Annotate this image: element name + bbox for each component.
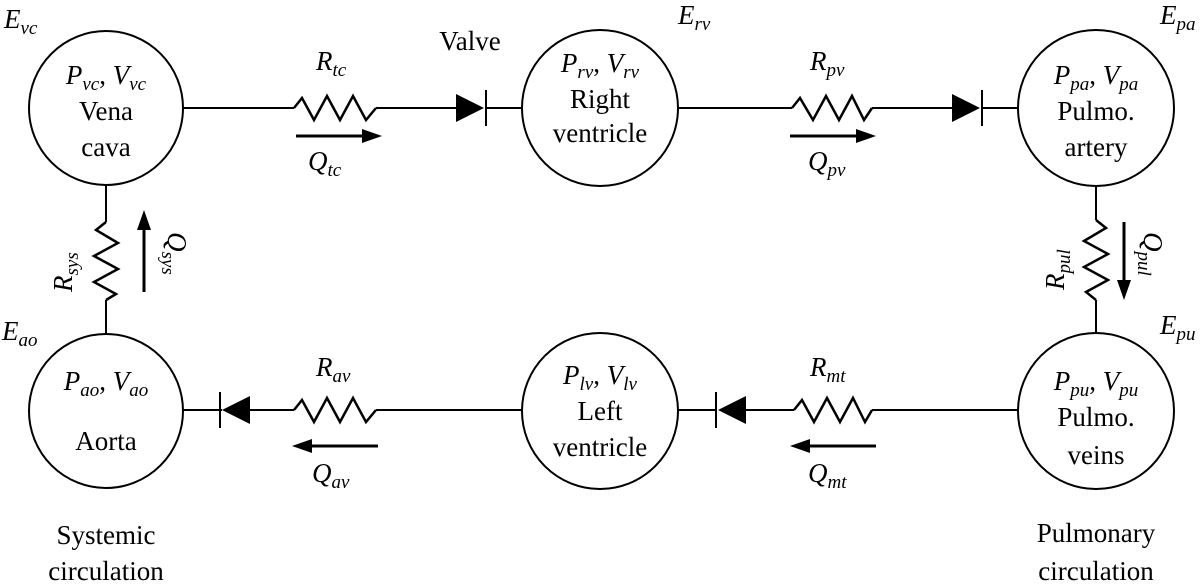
- label-valve: Valve: [439, 26, 500, 56]
- valve-pulmonary-icon: [952, 90, 983, 126]
- label-pulmonary-line1: Pulmonary: [1037, 518, 1156, 548]
- label-q-pul: Qpul: [1133, 232, 1168, 276]
- label-r-tc: Rtc: [315, 46, 347, 81]
- flow-arrow-av-icon: [292, 439, 378, 453]
- vc-params: Pvc, Vvc: [65, 60, 147, 95]
- lv-name-line1: Left: [578, 396, 623, 426]
- label-r-sys: Rsys: [48, 252, 83, 293]
- pu-params: Ppu, Vpu: [1053, 366, 1139, 401]
- pa-name-line1: Pulmo.: [1057, 96, 1134, 126]
- elastance-vc: Evc: [3, 4, 38, 39]
- rv-name-line2: ventricle: [553, 118, 647, 148]
- pa-name-line2: artery: [1065, 132, 1128, 162]
- pa-params: Ppa, Vpa: [1053, 60, 1139, 95]
- label-systemic-line1: Systemic: [57, 520, 156, 550]
- flow-arrow-mt-icon: [790, 439, 876, 453]
- label-systemic-line2: circulation: [48, 556, 164, 586]
- pu-name-line2: veins: [1068, 440, 1125, 470]
- node-pulmonary-veins: [1017, 332, 1175, 490]
- resistor-sys: [91, 221, 121, 302]
- flow-arrow-pv-icon: [790, 129, 876, 143]
- node-right-ventricle: [521, 29, 679, 187]
- label-q-pv: Qpv: [808, 146, 846, 181]
- label-pulmonary-line2: circulation: [1038, 556, 1154, 586]
- elastance-rv: Erv: [677, 0, 711, 35]
- resistor-mt: [793, 395, 874, 425]
- vc-name-line1: Vena: [79, 96, 133, 126]
- valve-tricuspid-icon: [456, 90, 487, 126]
- elastance-pa: Epa: [1159, 0, 1196, 35]
- label-r-pul: Rpul: [1040, 249, 1075, 291]
- label-q-mt: Qmt: [808, 458, 847, 493]
- ao-params: Pao, Vao: [63, 366, 149, 401]
- resistor-tc: [293, 93, 377, 123]
- label-r-pv: Rpv: [809, 46, 845, 81]
- ao-name: Aorta: [75, 426, 136, 456]
- resistor-pv: [791, 93, 874, 123]
- valve-mitral-icon: [715, 392, 746, 428]
- label-q-tc: Qtc: [308, 146, 342, 181]
- node-aorta: [28, 333, 184, 489]
- elastance-pu: Epu: [1159, 310, 1196, 345]
- resistor-pul: [1081, 219, 1111, 301]
- node-left-ventricle: [521, 332, 679, 490]
- lv-name-line2: ventricle: [553, 432, 647, 462]
- resistor-av: [293, 395, 377, 425]
- node-vena-cava: [28, 30, 184, 186]
- elastance-ao: Eao: [1, 316, 38, 351]
- node-pulmonary-artery: [1017, 29, 1175, 187]
- flow-arrow-sys-icon: [137, 210, 151, 292]
- label-r-mt: Rmt: [809, 352, 846, 387]
- label-r-av: Rav: [315, 352, 351, 387]
- flow-arrow-tc-icon: [296, 129, 382, 143]
- rv-name-line1: Right: [570, 84, 631, 114]
- rv-params: Prv, Vrv: [560, 48, 640, 83]
- valve-aortic-icon: [219, 392, 250, 428]
- label-q-av: Qav: [312, 458, 350, 493]
- lv-params: Plv, Vlv: [562, 360, 637, 395]
- pu-name-line1: Pulmo.: [1057, 402, 1134, 432]
- vc-name-line2: cava: [81, 132, 130, 162]
- flow-arrow-pul-icon: [1117, 222, 1131, 300]
- label-q-sys: Qsys: [157, 232, 192, 275]
